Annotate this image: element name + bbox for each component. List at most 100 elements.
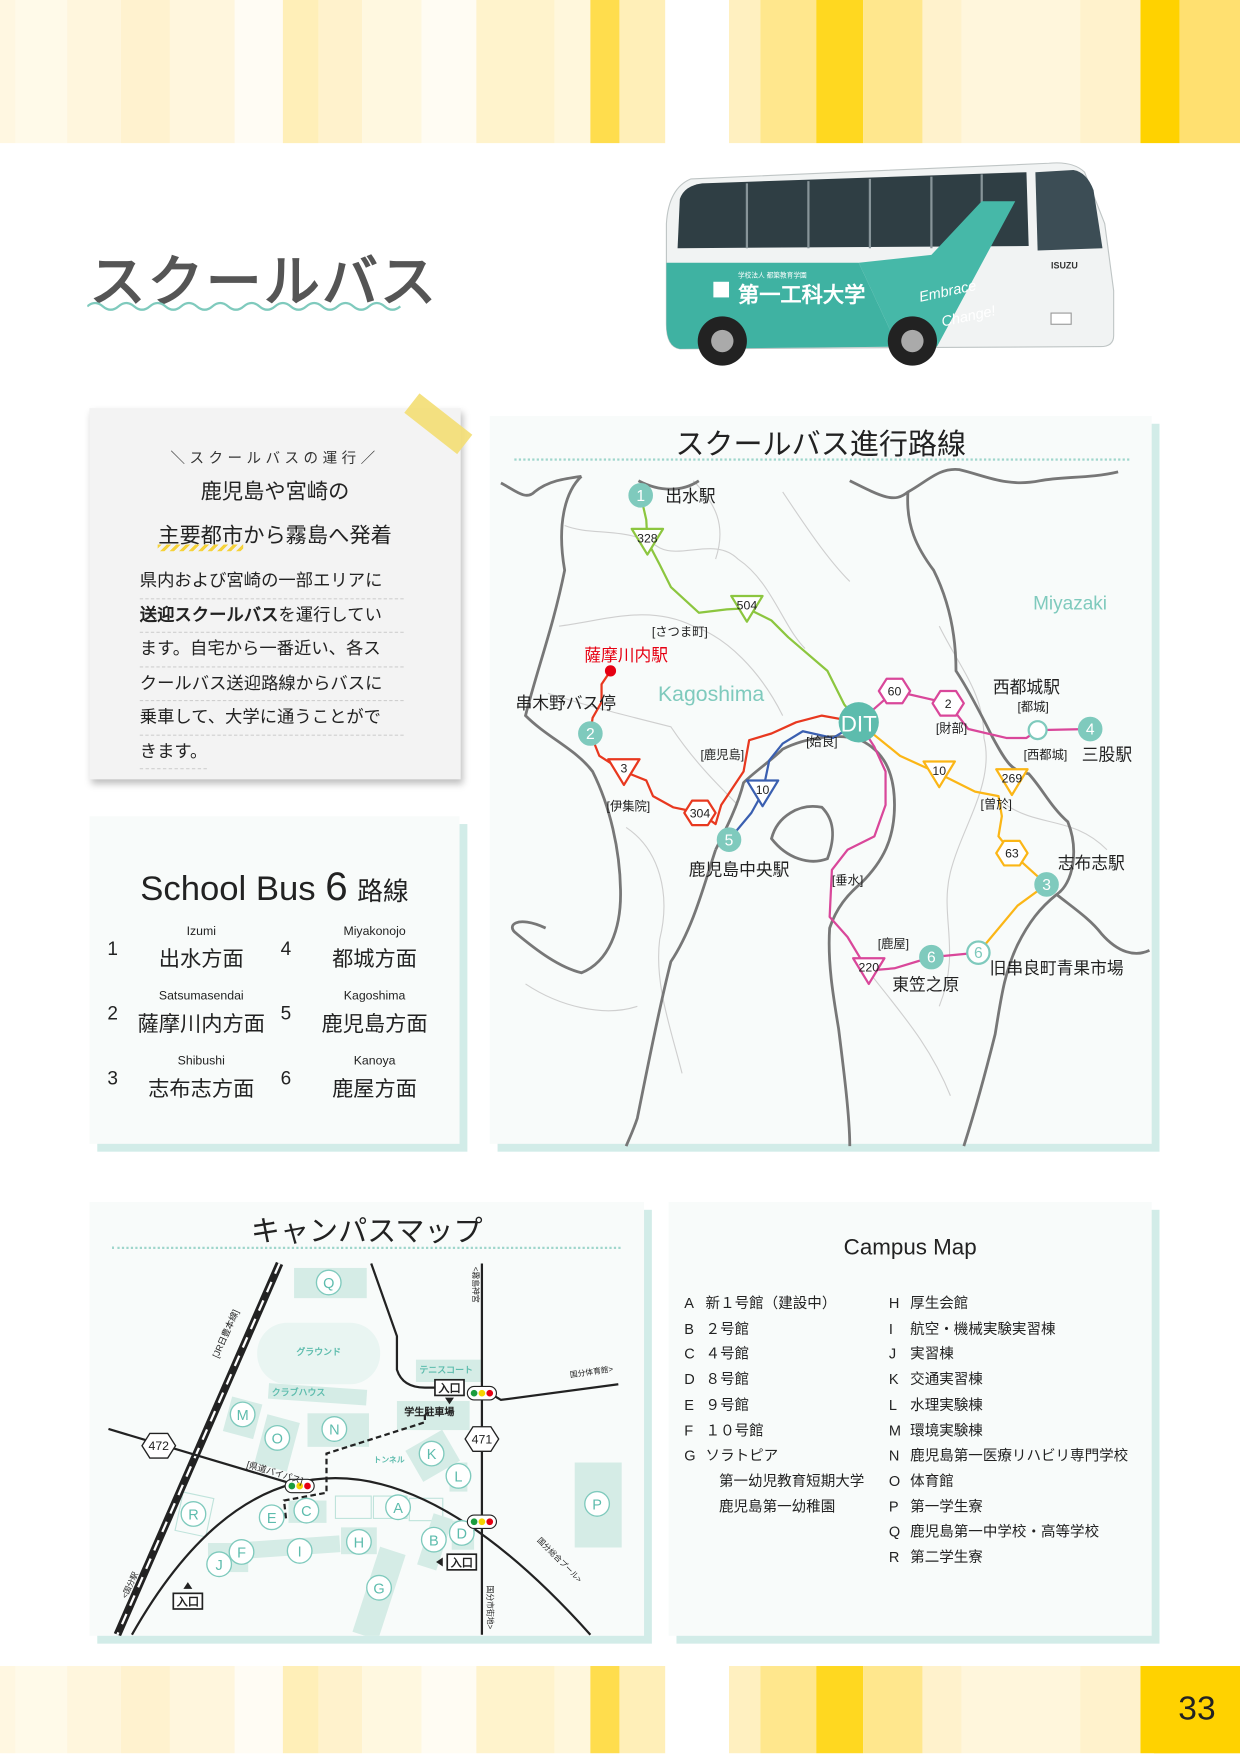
entrance-arrow-icon xyxy=(436,1557,443,1567)
building-letter: R xyxy=(188,1508,198,1524)
building-marker[interactable] xyxy=(345,1528,372,1555)
road-number: 472 xyxy=(149,1439,170,1453)
region-kagoshima-label: Kagoshima xyxy=(658,682,764,706)
building-marker[interactable] xyxy=(418,1440,445,1467)
road-sign-hexagon-icon xyxy=(464,1426,500,1453)
route-romaji: Kanoya xyxy=(353,1054,396,1068)
route-line-shibushi xyxy=(858,721,1048,954)
building-letter: G xyxy=(373,1581,384,1597)
stripe xyxy=(816,1666,864,1754)
dit-campus-marker xyxy=(838,702,879,743)
coastline xyxy=(500,468,1151,1147)
dit-label: DIT xyxy=(841,711,877,736)
road-number: 10 xyxy=(932,764,946,778)
building-letter: H xyxy=(354,1535,364,1551)
traffic-signal-icon xyxy=(466,1514,498,1530)
road-number: 60 xyxy=(888,684,902,698)
building-marker[interactable] xyxy=(293,1497,320,1524)
stripe xyxy=(729,0,761,144)
school-bus-photo: 学校法人 都築教育学園 第一工科大学 Embrace Change! ISUZU xyxy=(665,162,1115,366)
legend-key: A xyxy=(684,1294,694,1312)
stripe xyxy=(318,1666,363,1754)
legend-name: 第一学生寮 xyxy=(910,1497,983,1515)
stripe xyxy=(1179,0,1240,144)
via-label: [鹿屋] xyxy=(878,936,909,951)
route-name: 出水方面 xyxy=(158,948,244,972)
road-sign-triangle-icon xyxy=(630,527,665,556)
legend-key: E xyxy=(684,1396,694,1414)
road-number: 269 xyxy=(1002,772,1023,786)
building-letter: E xyxy=(267,1511,277,1527)
title-divider xyxy=(514,458,1130,461)
stripe xyxy=(590,1666,620,1754)
building-letter: J xyxy=(216,1558,223,1574)
stripe xyxy=(665,0,730,144)
building-marker[interactable] xyxy=(445,1462,472,1489)
campus-area-label: 学生駐車場 xyxy=(404,1406,454,1419)
building-marker[interactable] xyxy=(229,1401,256,1428)
satsumasendai-station-label: 薩摩川内駅 xyxy=(584,646,668,665)
building-marker[interactable] xyxy=(420,1526,447,1553)
legend-name: 厚生会館 xyxy=(910,1294,969,1312)
route-name: 志布志方面 xyxy=(148,1077,255,1102)
stripe xyxy=(15,1666,68,1754)
stripe xyxy=(234,1666,283,1754)
station-number: 3 xyxy=(1042,877,1051,894)
building-marker[interactable] xyxy=(448,1519,475,1546)
building-letter: A xyxy=(393,1501,403,1517)
route-line-satsumasendai xyxy=(589,670,859,826)
building-marker[interactable] xyxy=(366,1574,393,1601)
route-number: 4 xyxy=(280,938,292,960)
building-marker[interactable] xyxy=(321,1415,348,1442)
building-letter: O xyxy=(272,1432,283,1448)
stripe xyxy=(120,1666,170,1754)
info-line-rest: を運行してい xyxy=(278,605,382,625)
building-marker[interactable] xyxy=(315,1269,342,1296)
info-headline-highlight: 主要都市 xyxy=(158,524,244,552)
road-label: 国分市街地> xyxy=(486,1586,496,1630)
legend-name: 鹿児島第一中学校・高等学校 xyxy=(910,1523,1100,1540)
building-marker[interactable] xyxy=(258,1504,285,1531)
stripe xyxy=(476,0,555,144)
stripe xyxy=(816,0,864,144)
stripe xyxy=(282,1666,319,1754)
building-marker[interactable] xyxy=(264,1424,291,1451)
building-marker[interactable] xyxy=(180,1500,207,1527)
legend-key: L xyxy=(888,1396,898,1414)
route-name: 鹿屋方面 xyxy=(332,1077,418,1102)
legend-name: 第一幼児教育短期大学 xyxy=(718,1472,865,1490)
building-letter: I xyxy=(298,1544,302,1560)
building-letter: N xyxy=(329,1423,339,1439)
building-marker[interactable] xyxy=(206,1551,233,1578)
building-letter: F xyxy=(237,1546,246,1562)
entrance-label: 入口 xyxy=(177,1596,199,1609)
legend-name: 体育館 xyxy=(910,1472,954,1490)
building-letter: C xyxy=(301,1504,311,1520)
road-sign-hexagon-icon xyxy=(683,799,717,827)
legend-key: J xyxy=(888,1345,897,1363)
legend-key: I xyxy=(888,1320,893,1337)
via-label: [垂水] xyxy=(832,873,863,887)
building-marker[interactable] xyxy=(385,1494,412,1521)
building-marker[interactable] xyxy=(228,1538,255,1565)
via-label: [姶良] xyxy=(806,734,837,749)
legend-key: M xyxy=(888,1421,902,1439)
region-miyazaki-label: Miyazaki xyxy=(1033,593,1107,614)
building-marker[interactable] xyxy=(584,1490,611,1517)
road-sign-triangle-icon xyxy=(745,779,780,808)
stripe xyxy=(863,1666,923,1754)
building-marker[interactable] xyxy=(286,1537,313,1564)
